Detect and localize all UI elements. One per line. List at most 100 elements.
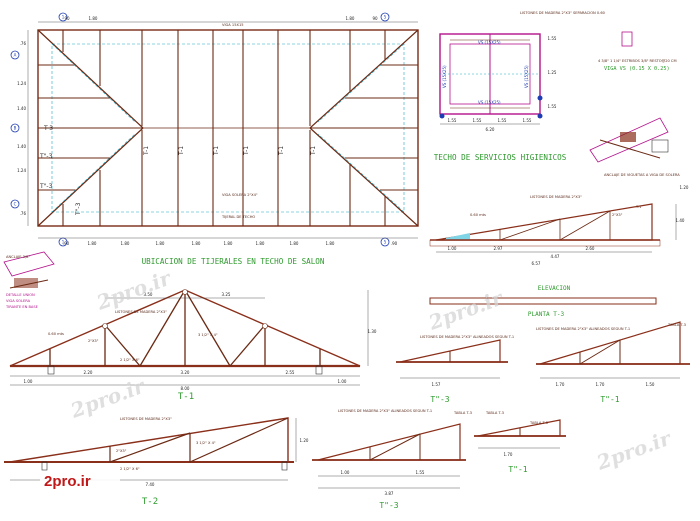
axis-number: 5 — [384, 240, 387, 245]
dim: 1.55 — [523, 118, 532, 123]
truss-mark: T-1 — [310, 146, 317, 156]
truss-t1b-small: 1.70 1.70 1.50 LISTONES DE MADERA 2"X3" … — [536, 321, 690, 404]
truss-mark: T-3 — [43, 125, 53, 132]
logo-text: 2pro.ir — [44, 473, 91, 490]
dim: 1.55 — [473, 118, 482, 123]
note: 3 1/2" X 4" — [196, 441, 216, 445]
elevation-cyan-hatch — [446, 233, 470, 240]
dim: 1.55 — [448, 118, 457, 123]
dim: 1.00 — [338, 379, 347, 384]
truss-mark: T-1 — [243, 146, 250, 156]
note: 2"X3" — [88, 339, 99, 343]
dim: 1.80 — [88, 241, 97, 246]
axis-marker — [439, 113, 445, 119]
elevation-t3: 1.00 2.97 2.60 4.47 6.57 1.40 1.20 LISTO… — [429, 185, 689, 318]
plan-notes: VIGA 15X15 VIGA SOLERA 2"X4" TIJERAL DE … — [221, 23, 258, 219]
note: TABLA T-3 — [529, 421, 548, 425]
elevation-dims: 1.00 2.97 2.60 4.47 6.57 1.40 1.20 — [448, 185, 689, 266]
t1-dims: 3.50 3.25 1.00 2.20 3.20 2.55 1.00 8.00 … — [24, 292, 377, 391]
cyan-hip-guides — [51, 43, 405, 213]
dim: 2.20 — [84, 370, 93, 375]
viga-title: VIGA VS (0.15 X 0.25) — [604, 66, 670, 72]
dim: 1.25 — [548, 70, 557, 75]
dim: 2.97 — [494, 246, 503, 251]
axis-bubbles — [10, 12, 390, 247]
detail-labels: DETALLE UNION VIGA SOLERA TIRANTE EN BAS… — [5, 255, 39, 309]
dim: 1.00 — [341, 470, 350, 475]
dim: 1.70 — [596, 382, 605, 387]
hygiene-title: TECHO DE SERVICIOS HIGIENICOS — [434, 153, 567, 162]
t3-dims: 1.00 1.55 3.87 — [341, 470, 425, 496]
dim: 1.80 — [326, 241, 335, 246]
dim-total: 7.40 — [146, 482, 155, 487]
elevation-struts — [499, 210, 611, 241]
truss-mark: T"-3 — [39, 153, 53, 160]
hip-lines — [37, 29, 419, 227]
beam-label: VS (15X25) — [442, 65, 447, 88]
beam-label: VS (15X25) — [478, 100, 501, 105]
site-logo: 2pro.ir — [40, 472, 120, 490]
dim: 1.80 — [192, 241, 201, 246]
dim: 1.40 — [676, 218, 685, 223]
dim: 3.25 — [222, 292, 231, 297]
viga-note: 4 3/8" 1 1/4" ESTRIBOS 3/8" RESTO@20 CM — [598, 59, 677, 63]
truss-t3-small: 1.57 LISTONES DE MADERA 2"X3" ALINEADOS … — [396, 335, 514, 404]
dim: .90 — [63, 241, 70, 246]
t2-title: T-2 — [142, 497, 158, 507]
t3b-title: T"-3 — [430, 395, 449, 404]
t3-title: T"-3 — [379, 501, 398, 510]
truss-marks: T-3 T"-3 T"-3 T-1 T-1 T-1 T-1 T-1 T-1 T"… — [39, 125, 317, 216]
truss-mark: T-1 — [213, 146, 220, 156]
dim: 3.50 — [144, 292, 153, 297]
dim: 1.20 — [300, 438, 309, 443]
dim: .90 — [391, 241, 398, 246]
truss-t3-bottom: 1.00 1.55 3.87 LISTONES DE MADERA 2"X3" … — [312, 409, 472, 510]
dim: 1.00 — [24, 379, 33, 384]
dim: 3.20 — [181, 370, 190, 375]
beam-label: VS (15X25) — [478, 40, 501, 45]
jack-rafters — [38, 64, 418, 191]
truss-t1c-small: 1.70 TABLA T-3 TABLA T-3 T"-1 — [474, 411, 566, 474]
dim: 90 — [64, 16, 70, 21]
dim: 2.55 — [286, 370, 295, 375]
bottom-dimensions: .90 1.80 1.80 1.80 1.80 1.80 1.80 1.80 1… — [63, 241, 398, 246]
dim-total: 6.20 — [486, 127, 495, 132]
dim: 1.57 — [432, 382, 441, 387]
watermark: 2pro.ir — [67, 373, 149, 423]
hygiene-joists — [450, 39, 530, 109]
note: VIGA SOLERA — [6, 299, 31, 303]
note: TIJERAL DE TECHO — [221, 215, 255, 219]
plan-label: PLANTA T-3 — [528, 311, 565, 318]
ss-hh-roof-plan: VS (15X25) VS (15X25) VS (15X25) VS (15X… — [434, 11, 681, 177]
dim: 1.70 — [504, 452, 513, 457]
dim: 1.55 — [548, 104, 557, 109]
dim: 1.80 — [121, 241, 130, 246]
truss-mark: T"-3 — [39, 183, 53, 190]
note: TIRANTE EN BASE — [5, 305, 39, 309]
truss-t2: 7.40 1.20 LISTONES DE MADERA 2"X3" 2"X3"… — [4, 417, 309, 507]
note: VIGA SOLERA 2"X4" — [222, 193, 258, 197]
truss-mark: T"-3 — [75, 202, 82, 216]
axis-bubble — [10, 50, 20, 60]
dim: 1.20 — [680, 185, 689, 190]
elevation-notes: LISTONES DE MADERA 2"X3" 0.60 mts 2"X3" … — [470, 195, 641, 217]
t2-support — [41, 461, 48, 471]
logo-background — [40, 472, 120, 490]
t1-support-left — [47, 365, 55, 375]
beam-section — [621, 31, 633, 47]
note: LISTONES DE MADERA 2"X3" — [120, 417, 172, 421]
axis-number: 1 — [62, 240, 65, 245]
t1b-title: T"-1 — [600, 395, 619, 404]
dim: 1.80 — [224, 241, 233, 246]
t1-webs — [49, 289, 321, 367]
dim: 1.80 — [89, 16, 98, 21]
hygiene-beam-labels: VS (15X25) VS (15X25) VS (15X25) VS (15X… — [442, 40, 529, 105]
dim: .76 — [20, 41, 27, 46]
dim: 90 — [372, 16, 378, 21]
axis-number: 1 — [62, 15, 65, 20]
note: TABLA T-3 — [485, 411, 504, 415]
note: T-1 — [635, 205, 641, 209]
note: DETALLE UNION — [6, 293, 35, 297]
dim: 4.47 — [551, 254, 560, 259]
